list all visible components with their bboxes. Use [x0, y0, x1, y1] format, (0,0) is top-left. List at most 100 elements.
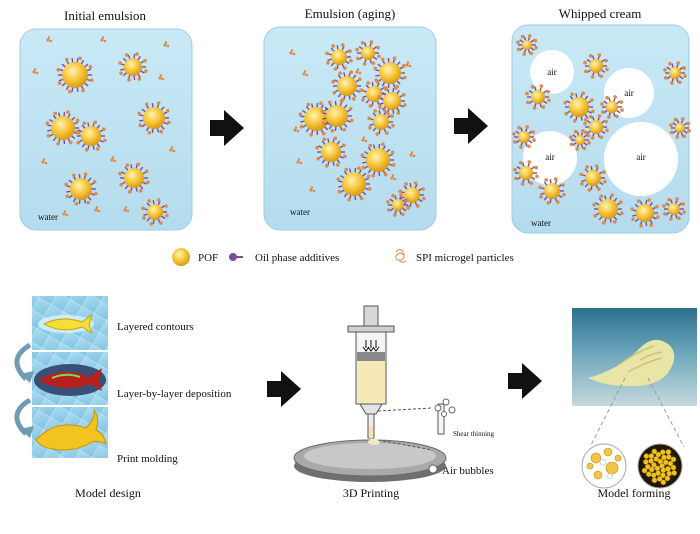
- pof-droplet: [118, 52, 148, 82]
- pof-droplet: [600, 95, 624, 119]
- pof-droplet: [583, 53, 609, 79]
- pof-droplet: [538, 177, 566, 205]
- panel-emulsion-aging: Emulsion (aging) water: [263, 6, 437, 231]
- spi-particle: [123, 206, 130, 213]
- pof-droplet: [513, 160, 539, 186]
- spi-particle: [62, 210, 69, 217]
- caption-3d-printing: 3D Printing: [343, 486, 399, 500]
- legend: POF Oil phase additives SPI microgel par…: [172, 248, 514, 266]
- legend-pof: POF: [198, 252, 218, 264]
- water-label: water: [38, 212, 58, 222]
- spi-particle: [405, 61, 412, 68]
- pof-droplet: [525, 84, 551, 110]
- caption-model-design: Model design: [75, 486, 141, 500]
- pof-droplet: [141, 198, 169, 226]
- legend-additives: Oil phase additives: [255, 252, 339, 264]
- pof-droplet: [75, 120, 107, 152]
- pof-droplet: [45, 110, 81, 146]
- spi-particle: [100, 36, 107, 43]
- pof-droplet: [64, 172, 98, 206]
- air-bubble: [523, 131, 577, 185]
- arrow-right-icon: [267, 371, 301, 407]
- spi-particle: [409, 151, 416, 158]
- spi-particle: [94, 206, 101, 213]
- pof-droplet: [325, 43, 353, 71]
- caption-model-forming: Model forming: [598, 486, 671, 500]
- water-label: water: [290, 207, 310, 217]
- spi-particle: [46, 36, 53, 43]
- spi-particle: [169, 146, 176, 153]
- pof-droplet: [315, 136, 347, 168]
- printing-section: Shear thinning Air bubbles 3D Printing: [293, 305, 495, 500]
- design-step-3: Print molding: [117, 453, 178, 465]
- spi-particle: [355, 68, 362, 75]
- design-step-1: Layered contours: [117, 321, 194, 333]
- spi-particle: [302, 70, 309, 77]
- fish-contour-icon: [38, 313, 94, 335]
- oil-droplets: [32, 36, 176, 226]
- air-label: air: [547, 67, 557, 77]
- pof-droplet: [579, 164, 607, 192]
- microstructure-circle-right: [637, 443, 683, 489]
- pof-droplet-icon: [172, 248, 190, 266]
- microstructure-circle-left: [581, 443, 627, 489]
- print-platform-icon: [293, 439, 447, 482]
- pof-droplet: [563, 91, 595, 123]
- spi-particle-icon: [395, 249, 407, 263]
- pof-droplet: [669, 117, 691, 139]
- oil-droplets-aggregated: [289, 40, 426, 217]
- spi-particle: [289, 49, 296, 56]
- pof-droplet: [118, 162, 150, 194]
- pof-droplet: [592, 193, 624, 225]
- design-step-2: Layer-by-layer deposition: [117, 388, 232, 400]
- pof-droplet: [56, 56, 94, 94]
- panel-title-initial: Initial emulsion: [64, 8, 146, 23]
- air-label: air: [624, 88, 634, 98]
- nozzle-detail-icon: [434, 398, 456, 435]
- air-label: air: [545, 152, 555, 162]
- pof-droplet: [320, 99, 354, 133]
- pof-droplet: [360, 142, 396, 178]
- spi-particle: [309, 186, 316, 193]
- pof-droplet: [137, 101, 171, 135]
- spi-particle: [163, 41, 170, 48]
- pof-droplet: [662, 197, 686, 221]
- spi-particle: [390, 174, 397, 181]
- arrow-right-icon: [508, 363, 542, 399]
- pof-droplet: [569, 129, 591, 151]
- pof-droplet: [630, 198, 660, 228]
- panel-title-aging: Emulsion (aging): [305, 6, 396, 21]
- pof-droplet: [512, 125, 536, 149]
- pof-droplet: [355, 40, 381, 66]
- panel-title-whipped: Whipped cream: [559, 6, 642, 21]
- pof-droplet: [663, 61, 687, 85]
- arrow-right-icon: [454, 108, 488, 144]
- spi-particle: [41, 158, 48, 165]
- model-forming-section: Model forming: [572, 308, 697, 500]
- spi-particle: [293, 126, 300, 133]
- spi-particle: [296, 158, 303, 165]
- air-bubble: [530, 50, 574, 94]
- spi-particle: [361, 136, 368, 143]
- water-label: water: [531, 218, 551, 228]
- spi-particle: [110, 156, 117, 163]
- panel-initial-emulsion: Initial emulsion water: [19, 8, 193, 231]
- pof-droplet: [516, 34, 538, 56]
- pof-droplet: [367, 108, 395, 136]
- legend-spi: SPI microgel particles: [416, 252, 514, 264]
- dolphin-model-icon: [35, 409, 107, 451]
- pof-droplet: [583, 114, 609, 140]
- fish-layers-icon: [34, 364, 106, 396]
- pof-droplet: [377, 86, 407, 116]
- pof-droplet: [386, 193, 410, 217]
- oil-droplets-at-interface: [512, 34, 691, 228]
- panel-whipped-cream: Whipped cream water: [511, 6, 691, 234]
- arrow-right-icon: [210, 110, 244, 146]
- spi-particle: [158, 74, 165, 81]
- air-bubble: [604, 122, 678, 196]
- air-bubbles-label: Air bubbles: [442, 465, 494, 477]
- spi-particle: [32, 68, 39, 75]
- shear-thinning-label: Shear thinning: [453, 430, 495, 438]
- cream-model-shape: [588, 339, 675, 387]
